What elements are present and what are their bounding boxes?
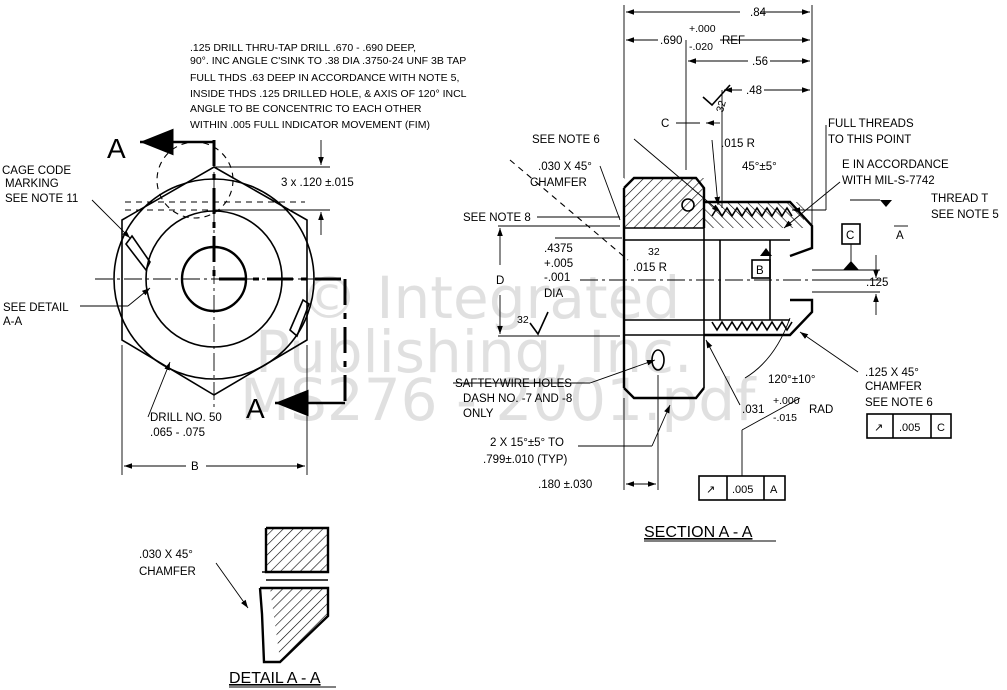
finish-32-left: 32 [517, 314, 529, 326]
drill-note-line-6: WITHIN .005 FULL INDICATOR MOVEMENT (FIM… [190, 119, 430, 131]
e-note-line-2: WITH MIL-S-7742 [842, 175, 935, 187]
drill-no50-line-2: .065 - .075 [150, 427, 205, 439]
angle-120: 120°±10° [768, 374, 816, 386]
section-title: SECTION A - A [644, 524, 753, 541]
dim-125: .125 [866, 277, 888, 289]
see-note-6: SEE NOTE 6 [532, 134, 600, 146]
two-x-line-2: .799±.010 (TYP) [483, 454, 567, 466]
watermark-line-2: Publishing, Inc. [255, 318, 693, 386]
finish-32-mid: 32 [648, 246, 660, 258]
two-x-line-1: 2 X 15°±5° TO [490, 437, 564, 449]
angle-45: 45°±5° [742, 161, 777, 173]
chamfer-125-line-3: SEE NOTE 6 [865, 397, 933, 409]
fcf-right-symbol: ↗ [874, 422, 883, 434]
thread-t-line-2: SEE NOTE 5 [931, 209, 999, 221]
dia-4375-dia: DIA [544, 288, 564, 300]
watermark: © Integrated Publishing, Inc. MS276 - 20… [240, 264, 757, 434]
fcf-right-tol: .005 [899, 422, 920, 434]
dim-690-base: .690 [660, 35, 682, 47]
thread-t-line-1: THREAD T [931, 193, 988, 205]
hex-end-view: A A B 3 x .120 ±.015 [80, 128, 354, 475]
safety-wire-line-1: SAFTEYWIRE HOLES [455, 378, 572, 390]
dim-56: .56 [752, 56, 768, 68]
drill-note: .125 DRILL THRU-TAP DRILL .670 - .690 DE… [190, 42, 467, 131]
dia-4375-base: .4375 [544, 243, 573, 255]
section-letter-bottom: A [246, 393, 265, 424]
fcf-bottom-datum: A [770, 484, 778, 496]
see-detail-line-1: SEE DETAIL [3, 302, 69, 314]
detail-chamfer-line-2: CHAMFER [139, 566, 196, 578]
r015-left: .015 R [633, 262, 667, 274]
detail-view: .030 X 45° CHAMFER DETAIL A - A [139, 526, 336, 688]
safety-wire-line-3: ONLY [463, 408, 494, 420]
drill-note-line-4: INSIDE THDS .125 DRILLED HOLE, & AXIS OF… [190, 88, 467, 100]
cage-code-line-2: MARKING [5, 178, 59, 190]
drill-no50-line-1: DRILL NO. 50 [150, 412, 222, 424]
dim-180: .180 ±.030 [538, 479, 592, 491]
drill-note-line-3: FULL THDS .63 DEEP IN ACCORDANCE WITH NO… [190, 72, 459, 84]
section-letter-top: A [107, 133, 126, 164]
full-threads-line-1: FULL THREADS [828, 118, 914, 130]
dim-690-plus: +.000 [689, 23, 716, 35]
chamfer-125-line-1: .125 X 45° [865, 367, 919, 379]
dim-48: .48 [746, 85, 762, 97]
detail-chamfer-line-1: .030 X 45° [139, 549, 193, 561]
datum-c: C [846, 230, 854, 242]
dim-3x-label: 3 x .120 ±.015 [281, 177, 354, 189]
dim-d: D [496, 275, 504, 287]
fcf-right-datum: C [937, 422, 945, 434]
fcf-bottom-symbol: ↗ [706, 484, 715, 496]
dim-84: .84 [750, 7, 767, 19]
watermark-line-3: MS276 - 2001.pdf [240, 366, 757, 434]
dia-4375-minus: -.001 [544, 272, 570, 284]
see-note-8: SEE NOTE 8 [463, 212, 531, 224]
chamfer-030-line-2: CHAMFER [530, 177, 587, 189]
section-view: .84 .690 +.000 -.020 REF .56 .48 C .015 … [453, 5, 999, 542]
see-detail-line-2: A-A [3, 316, 23, 328]
e-note-line-1: E IN ACCORDANCE [842, 159, 949, 171]
drill-note-line-5: ANGLE TO BE CONCENTRIC TO EACH OTHER [190, 103, 422, 115]
datum-b-box [751, 259, 771, 279]
dim-690-ref: REF [722, 35, 745, 47]
dim-b-label: B [191, 461, 199, 473]
fcf-right [866, 413, 952, 439]
drill-note-line-2: 90°. INC ANGLE C'SINK TO .38 DIA .3750-2… [190, 55, 466, 67]
fcf-bottom-tol: .005 [732, 484, 753, 496]
datum-b: B [756, 265, 764, 277]
c-label: C [661, 118, 669, 130]
dia-4375-plus: +.005 [544, 258, 573, 270]
detail-title: DETAIL A - A [229, 670, 321, 687]
rad-031-plus: +.000 [773, 395, 800, 407]
finish-32-top: 32 [714, 99, 729, 114]
r015-top: .015 R [721, 138, 755, 150]
chamfer-125-line-2: CHAMFER [865, 381, 922, 393]
drill-note-line-1: .125 DRILL THRU-TAP DRILL .670 - .690 DE… [190, 42, 416, 54]
dim-690-minus: -.020 [689, 41, 713, 53]
cage-code-line-3: SEE NOTE 11 [5, 193, 78, 205]
chamfer-030-line-1: .030 X 45° [538, 161, 592, 173]
cage-code-line-1: CAGE CODE [2, 165, 71, 177]
rad-031-minus: -.015 [773, 412, 797, 424]
watermark-line-1: © Integrated [300, 264, 680, 332]
rad-031: .031 [742, 404, 764, 416]
full-threads-line-2: TO THIS POINT [828, 134, 911, 146]
rad-031-rad: RAD [809, 404, 833, 416]
safety-wire-line-2: DASH NO. -7 AND -8 [463, 393, 572, 405]
datum-a: A [896, 230, 904, 242]
